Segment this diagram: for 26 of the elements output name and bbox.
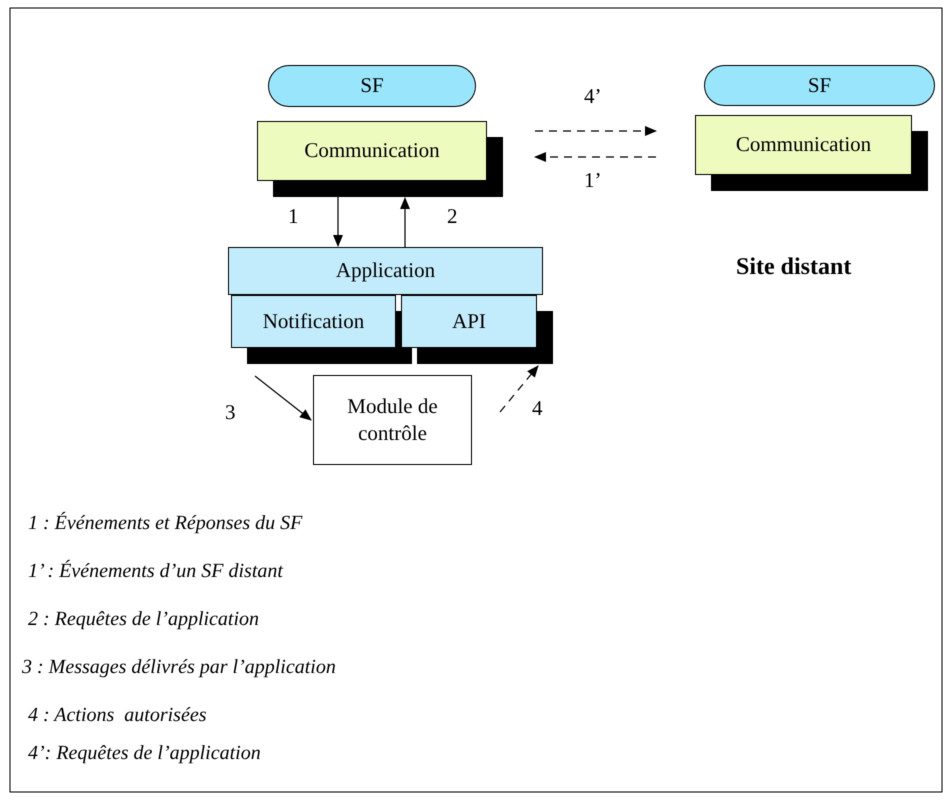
process-box: Module de contrôle bbox=[313, 375, 472, 465]
edge-label: 3 bbox=[225, 400, 236, 425]
edge-label: 4 bbox=[532, 396, 542, 421]
arrow bbox=[500, 365, 539, 412]
process-box: Application bbox=[228, 247, 543, 295]
legend-note: 4 : Actions autorisées bbox=[28, 704, 207, 727]
process-box: Notification bbox=[231, 295, 396, 348]
legend-note: 2 : Requêtes de l’application bbox=[28, 608, 260, 631]
legend-note: 1 : Événements et Réponses du SF bbox=[28, 512, 302, 535]
legend-note: 4’: Requêtes de l’application bbox=[28, 742, 261, 765]
process-box: Communication bbox=[257, 121, 487, 181]
arrow bbox=[254, 376, 312, 421]
terminator-pill: SF bbox=[704, 65, 935, 106]
edge-label: 2 bbox=[447, 204, 458, 229]
edge-label: 4’ bbox=[584, 84, 602, 109]
edge-label: 1’ bbox=[584, 168, 602, 193]
process-box: API bbox=[401, 295, 537, 348]
process-box: Communication bbox=[695, 115, 912, 175]
arrow bbox=[534, 152, 656, 162]
legend-note: 1’ : Événements d’un SF distant bbox=[28, 560, 283, 583]
arrow bbox=[400, 197, 410, 247]
edge-label: 1 bbox=[288, 204, 298, 229]
site-label: Site distant bbox=[736, 254, 852, 281]
legend-note: 3 : Messages délivrés par l’application bbox=[22, 656, 336, 679]
terminator-pill: SF bbox=[268, 65, 476, 107]
arrow bbox=[535, 126, 657, 136]
